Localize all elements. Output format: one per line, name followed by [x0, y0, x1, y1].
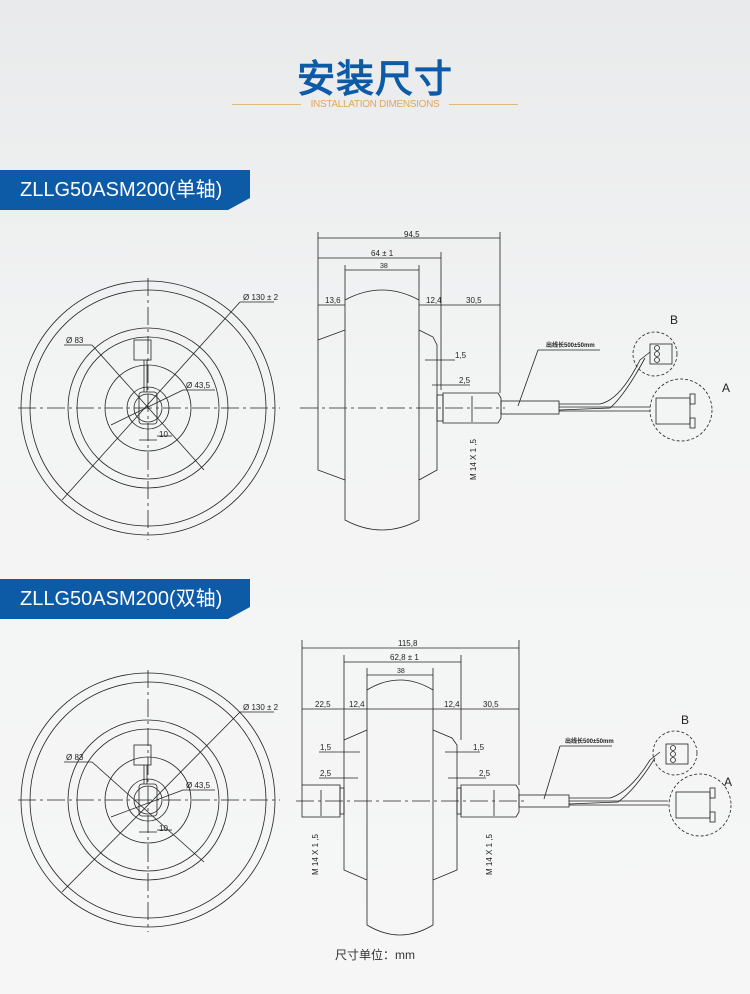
dim-thread-right: M 14 X 1 ,5	[485, 834, 494, 875]
dim-inner-diameter: Ø 43,5	[186, 781, 211, 790]
side-view-double: 115,8 62,8 ± 1 38 22,5 12,4 12,4 30,5 1,…	[296, 639, 732, 936]
dim-outer-diameter: Ø 130 ± 2	[243, 293, 279, 302]
connector-b-detail	[632, 331, 678, 377]
dim-outer-diameter: Ø 130 ± 2	[243, 703, 279, 712]
dim-hub-width: 64 ± 1	[371, 249, 394, 258]
dim-thread: M 14 X 1 ,5	[469, 439, 478, 480]
connector-a-detail	[668, 773, 732, 837]
front-view-double: Ø 130 ± 2 Ø 83 Ø 43,5 10	[18, 670, 280, 932]
lead-length-label: 出线长500±50mm	[546, 341, 595, 349]
side-view-single: 94,5 64 ± 1 38 13,6 12,4 30,5 1,5 2,5 M …	[300, 230, 730, 531]
model-banner-double-shaft: ZLLG50ASM200(双轴)	[0, 579, 250, 619]
dim-total-length: 94,5	[404, 230, 420, 239]
dim-shaft-length: 30,5	[483, 700, 499, 709]
connector-b-detail	[652, 730, 698, 776]
dim-hub-width: 62,8 ± 1	[390, 653, 419, 662]
connector-a-label: A	[722, 381, 730, 395]
dim-gap-right: 12,4	[444, 700, 460, 709]
dim-flat: 10	[159, 824, 168, 833]
dim-t2-left: 2,5	[320, 769, 332, 778]
dim-mid-diameter: Ø 83	[66, 753, 84, 762]
dim-thread-left: M 14 X 1 ,5	[311, 834, 320, 875]
dim-flat: 10	[159, 430, 168, 439]
dim-shaft-length: 30,5	[466, 296, 482, 305]
model-banner-single-shaft: ZLLG50ASM200(单轴)	[0, 170, 250, 210]
dim-t2: 2,5	[459, 376, 471, 385]
dim-tire-width: 38	[397, 668, 405, 675]
page-subtitle: INSTALLATION DIMENSIONS	[310, 98, 440, 110]
dim-total-length: 115,8	[398, 639, 418, 648]
dim-left-offset: 22,5	[315, 700, 331, 709]
connector-b-label: B	[670, 313, 678, 327]
divider	[449, 103, 518, 105]
connector-b-label: B	[681, 713, 689, 727]
dim-t1: 1,5	[455, 351, 467, 360]
page-title: 安装尺寸	[296, 59, 453, 101]
front-view-single: Ø 130 ± 2 Ø 83 Ø 43,5 10	[18, 278, 280, 540]
connector-a-detail	[649, 378, 713, 442]
divider	[232, 103, 301, 105]
dim-gap-left: 12,4	[349, 700, 365, 709]
dim-inner-diameter: Ø 43,5	[186, 381, 211, 390]
subtitle-row: INSTALLATION DIMENSIONS	[232, 97, 518, 111]
dim-t2-right: 2,5	[479, 769, 491, 778]
dim-mid-diameter: Ø 83	[66, 336, 84, 345]
lead-length-label: 出线长500±50mm	[565, 737, 614, 745]
connector-a-label: A	[724, 775, 732, 789]
dim-left-offset: 13,6	[325, 296, 341, 305]
dim-t1-right: 1,5	[473, 743, 485, 752]
dim-tire-width: 38	[380, 263, 388, 270]
dim-t1-left: 1,5	[320, 743, 332, 752]
dim-gap: 12,4	[426, 296, 442, 305]
unit-note: 尺寸单位：mm	[335, 948, 415, 962]
